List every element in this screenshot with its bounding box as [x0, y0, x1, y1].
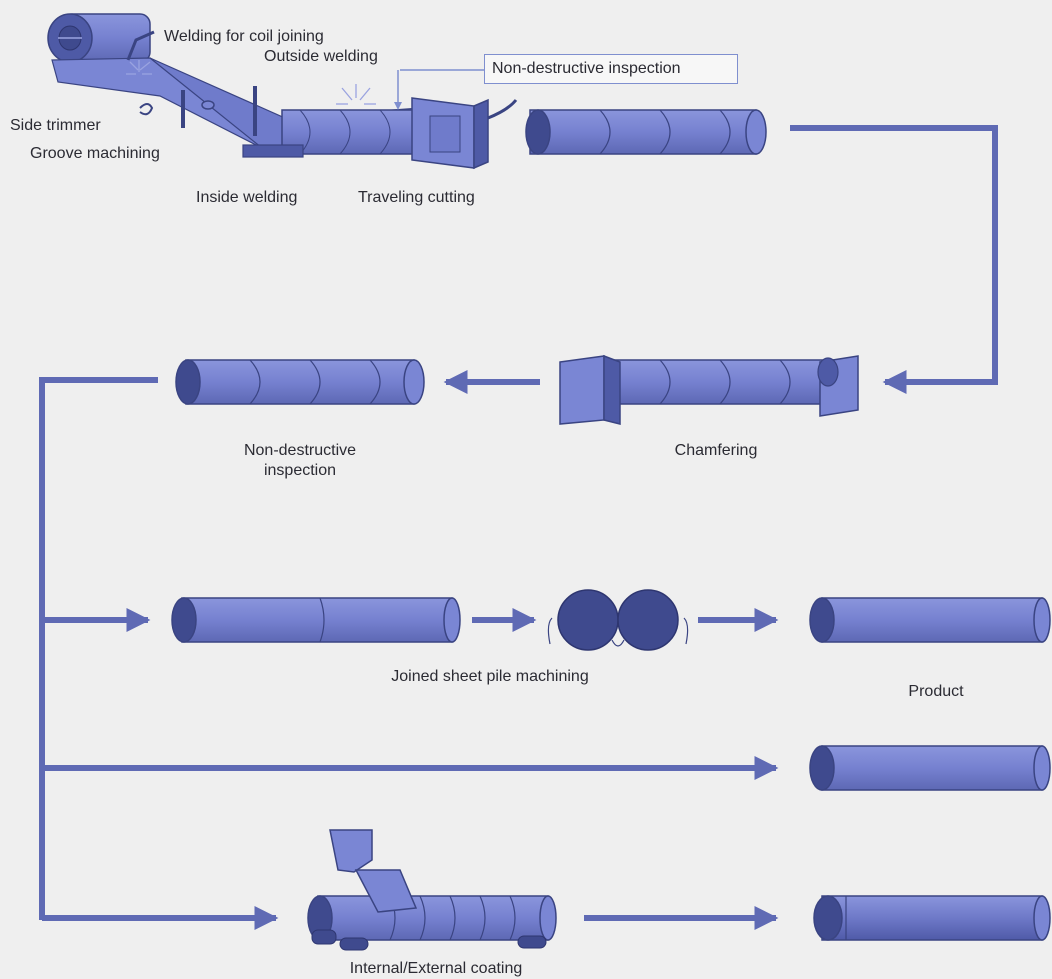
label-groove-machining: Groove machining [30, 145, 160, 162]
label-ndi-line2: inspection [263, 462, 337, 479]
spiral-pipe-mill [47, 13, 518, 170]
label-side-trimmer: Side trimmer [10, 117, 101, 134]
flow-trunk [39, 377, 158, 920]
label-outside-welding: Outside welding [264, 48, 378, 65]
joined-sheet-pile-section [547, 589, 689, 651]
label-ndi-line1: Non-destructive [243, 442, 357, 459]
label-traveling-cutting: Traveling cutting [358, 189, 475, 206]
spiral-pipe-top [525, 109, 767, 155]
chamfering-pipe [559, 354, 859, 425]
label-product: Product [908, 683, 964, 700]
label-chamfering: Chamfering [674, 442, 758, 459]
traveling-cutter [411, 97, 518, 170]
label-internal-external-coating: Internal/External coating [349, 960, 523, 977]
label-welding-coil-joining: Welding for coil joining [164, 28, 324, 45]
sheet-pile-pipe [171, 597, 461, 643]
product-pipe-3 [813, 895, 1051, 941]
steel-coil [47, 13, 151, 63]
product-pipe-2 [809, 745, 1051, 791]
label-inside-welding: Inside welding [196, 189, 298, 206]
label-joined-sheet-pile-machining: Joined sheet pile machining [391, 668, 589, 685]
ndi-pipe [175, 359, 425, 405]
product-pipe-1 [809, 597, 1051, 643]
callout-non-destructive-inspection: Non-destructive inspection [484, 54, 738, 84]
flow-line-1 [790, 125, 998, 394]
coating-machine [307, 829, 557, 951]
